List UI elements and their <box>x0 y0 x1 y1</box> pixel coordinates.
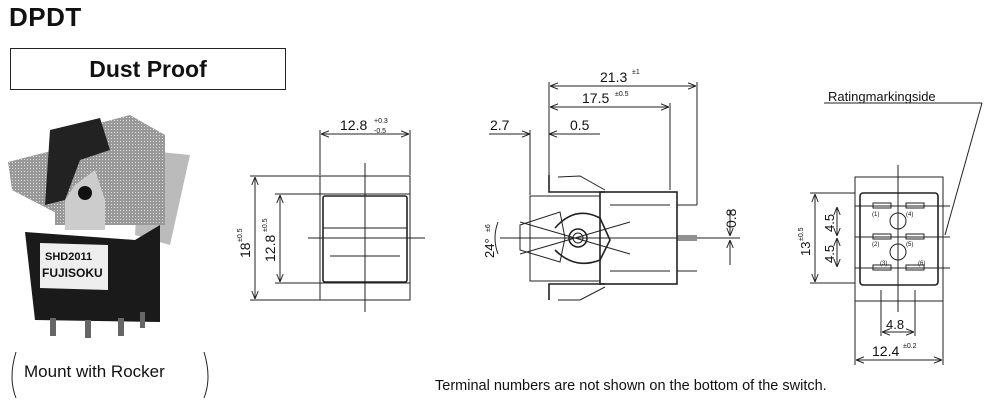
side-body-tol: ±0.5 <box>615 91 629 98</box>
bottom-spacing-dim: 4.8 <box>886 317 904 332</box>
bottom-width-dim: 12.4 <box>872 343 899 359</box>
variant-label: Dust Proof <box>89 55 207 82</box>
front-height-outer-dim: 18 <box>237 242 253 258</box>
bottom-view-drawing: Ratingmarkingside (1) (2) (3) (4) (5) (6… <box>798 89 983 365</box>
photo-brand-marking: FUJISOKU <box>42 266 103 280</box>
front-view-drawing: 12.8 +0.3 -0.5 18±0.5 12.8±0.5 <box>237 117 425 312</box>
terminal-5-label: (5) <box>906 242 913 248</box>
side-overall-dim: 21.3 <box>600 69 627 85</box>
front-height-outer-tol: ±0.5 <box>237 228 244 242</box>
front-height-inner-dim: 12.8 <box>262 235 278 262</box>
terminal-2-label: (2) <box>872 242 879 248</box>
product-title: DPDT <box>9 2 82 32</box>
photo-caption-text: Mount with Rocker <box>24 362 165 381</box>
front-height-inner-tol: ±0.5 <box>262 218 269 232</box>
terminal-1-label: (1) <box>872 212 879 218</box>
side-overall-tol: ±1 <box>632 69 640 76</box>
side-body-dim: 17.5 <box>582 90 609 106</box>
switch-photo: SHD2011 FUJISOKU <box>8 115 190 338</box>
caption-paren-left <box>11 351 17 399</box>
variant-box: Dust Proof <box>10 48 286 90</box>
side-offset-b-dim: 0.5 <box>570 117 590 133</box>
bottom-pitch-2-dim: 4.5 <box>822 245 837 263</box>
bottom-pitch-1-dim: 4.5 <box>822 214 837 232</box>
side-angle-dim: 24° <box>482 238 497 258</box>
caption-paren-right <box>203 351 209 399</box>
photo-caption: Mount with Rocker <box>10 362 165 382</box>
front-width-tol-minus: -0.5 <box>374 128 386 135</box>
front-width-tol-plus: +0.3 <box>374 118 388 125</box>
footer-note: Terminal numbers are not shown on the bo… <box>435 378 827 394</box>
bottom-height-dim: 13 <box>798 242 813 256</box>
rating-marking-label: Ratingmarkingside <box>828 89 936 104</box>
terminal-6-label: (6) <box>918 261 925 267</box>
photo-part-marking: SHD2011 <box>45 251 92 263</box>
side-view-drawing: 21.3 ±1 17.5 ±0.5 2.7 0.5 0.8 24° ±6 <box>482 69 740 301</box>
side-offset-a-dim: 2.7 <box>490 117 510 133</box>
side-angle-tol: ±6 <box>485 224 492 232</box>
front-width-dim: 12.8 <box>340 117 367 133</box>
terminal-4-label: (4) <box>906 212 913 218</box>
terminal-3-label: (3) <box>880 261 887 267</box>
bottom-height-tol: ±0.5 <box>798 227 805 241</box>
bottom-width-tol: ±0.2 <box>903 343 917 350</box>
side-terminal-dim: 0.8 <box>723 208 739 228</box>
